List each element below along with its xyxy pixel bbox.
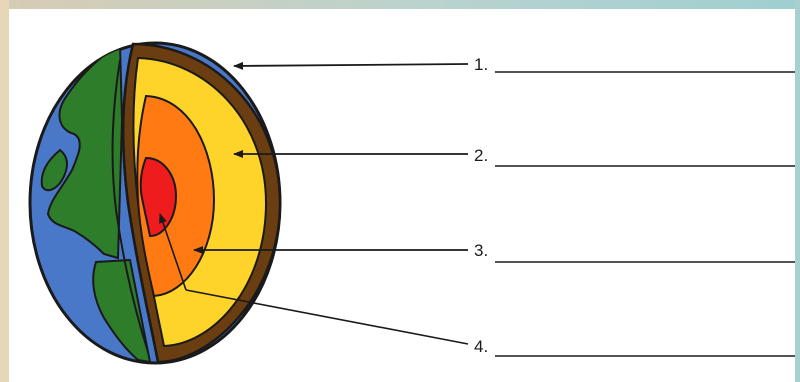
- label-2: 2.: [474, 146, 795, 166]
- label-number-3: 3.: [474, 241, 488, 260]
- label-1: 1.: [474, 55, 795, 74]
- label-number-4: 4.: [474, 337, 488, 356]
- label-number-2: 2.: [474, 146, 488, 165]
- earth-globe: [30, 43, 280, 363]
- label-4: 4.: [474, 337, 795, 356]
- label-3: 3.: [474, 241, 795, 262]
- arrow-1: [234, 64, 468, 66]
- label-number-1: 1.: [474, 55, 488, 74]
